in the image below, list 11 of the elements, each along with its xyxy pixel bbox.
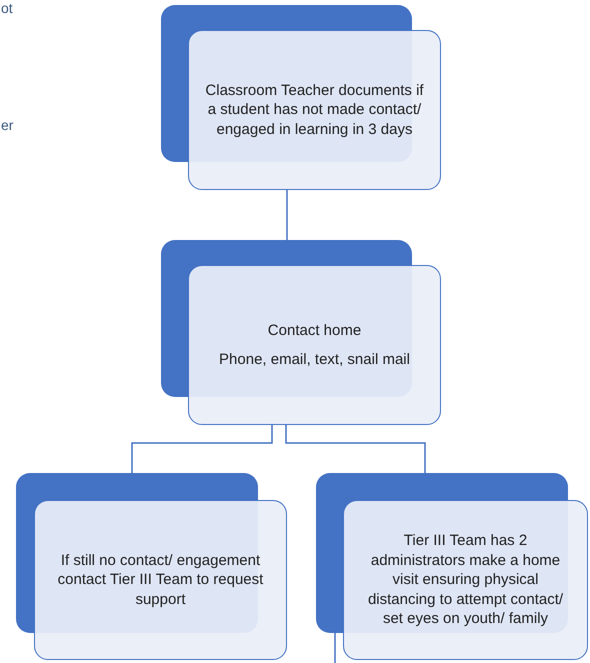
connector-line [131,425,273,473]
box-text: Contact home [268,320,362,340]
box-text: Tier III Team has 2 administrators make a home visit ensuring physical distancing to attempt contact/ set eyes on youth/ family [366,531,564,629]
connector-line [286,190,288,240]
text-fragment: ot [1,1,13,15]
connector-line [285,425,426,473]
box-text: Classroom Teacher documents if a student has not made contact/ engaged in learning in 3 days [204,80,425,140]
box-text: If still no contact/ engagement contact Tier III Team to request support [56,550,264,610]
box-subtext: Phone, email, text, snail mail [219,350,410,370]
connector-line [334,633,336,663]
text-fragment: er [1,118,14,132]
